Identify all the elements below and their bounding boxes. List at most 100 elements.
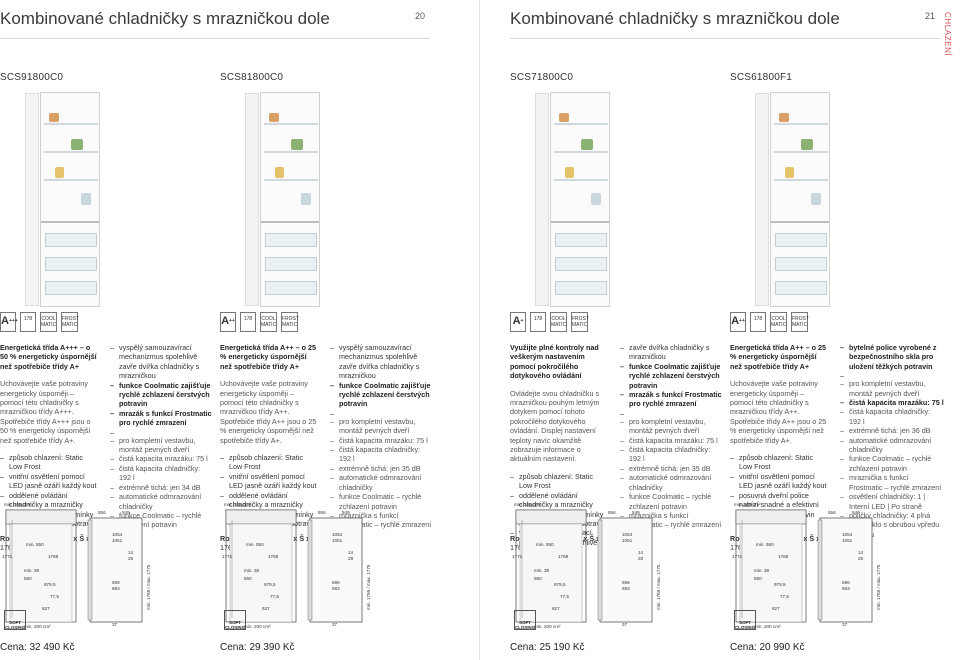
vent-top-label: min. 200 cm²: [224, 502, 251, 507]
dim-627: 627: [42, 606, 50, 611]
appliance-side-view: [309, 517, 363, 623]
dim-37: 37: [332, 622, 338, 627]
product-price: Cena: 20 990 Kč: [730, 642, 805, 653]
dim-693: 693: [112, 586, 120, 591]
dim-696: 696: [622, 580, 630, 585]
description-paragraph: Energetická třída A++ – o 25 % energetic…: [220, 343, 317, 371]
vent-top-label: min. 200 cm²: [4, 502, 31, 507]
description-paragraph: Uchovávejte vaše potraviny energeticky ú…: [0, 379, 91, 445]
dim-693: 693: [842, 586, 850, 591]
food-item: [811, 193, 821, 205]
appliance-door: [307, 519, 313, 621]
freezer-drawer: [265, 233, 317, 247]
feature-item: pro kompletní vestavbu, montáž pevných d…: [620, 417, 724, 436]
dim-9795: 979,5: [554, 582, 566, 587]
dim-556: 556: [608, 510, 616, 515]
fridge-shelf: [44, 151, 98, 153]
feature-item: mraznička s funkcí Frostmatic – rychlé z…: [840, 473, 944, 492]
description-paragraph: Energetická třída A++ – o 25 % energetic…: [730, 343, 827, 371]
feature-item: extrémně tichá: jen 36 dB: [840, 426, 944, 436]
dim-775: 77,5: [780, 594, 789, 599]
feature-item: čistá kapacita mrazáku: 75 l: [110, 454, 214, 464]
feature-item: funkce Coolmatic – rychlé zchlazení potr…: [620, 492, 724, 511]
feature-item: osvětlení chladničky: 1 | Interní LED | …: [840, 492, 944, 511]
vent-bottom-label: min. 200 cm²: [244, 624, 271, 629]
dim-37: 37: [622, 622, 628, 627]
fridge-door: [25, 93, 39, 306]
dim-627: 627: [772, 606, 780, 611]
feature-item: funkce Coolmatic – rychlé zchlazení potr…: [330, 492, 434, 511]
food-item: [275, 167, 284, 178]
dim-14: 14: [128, 550, 134, 555]
dim-1054: 1054: [112, 532, 123, 537]
feature-item: způsob chlazení: Static Low Frost: [0, 453, 98, 472]
fridge-shelf: [264, 123, 318, 125]
fridge-freezer-divider: [41, 221, 99, 223]
height-badge: 178: [240, 312, 256, 332]
dim-1054: 1054: [622, 532, 633, 537]
food-item: [81, 193, 91, 205]
description-paragraph: Využijte plné kontroly nad veškerým nast…: [510, 343, 599, 381]
description-paragraph: Ovládejte svou chladničku s mrazničkou p…: [510, 388, 600, 464]
dim-min38: min. 38: [244, 568, 260, 573]
fridge-door: [535, 93, 549, 306]
fridge-shelf: [774, 123, 828, 125]
soft-closing-badge: SOFT CLOSING: [734, 610, 756, 630]
feature-item: zavře dvířka chladničky s mrazničkou: [620, 343, 724, 362]
dim-min38: min. 38: [754, 568, 770, 573]
feature-list: vyspělý samouzavírací mechanizmus spoleh…: [330, 343, 434, 530]
vent-bottom-label: min. 200 cm²: [754, 624, 781, 629]
model-number: SCS71800C0: [510, 72, 574, 83]
fridge-image: [25, 92, 100, 307]
appliance-door: [87, 519, 93, 621]
dim-1771: 1771: [512, 554, 523, 559]
dim-549: 549: [342, 510, 350, 515]
cabinet-fill: [519, 523, 583, 623]
food-item: [55, 167, 64, 178]
feature-item: způsob chlazení: Static Low Frost: [220, 453, 318, 472]
dim-560: 560: [24, 576, 32, 581]
feature-item: funkce Coolmatic zajišťuje rychlé zchlaz…: [330, 381, 434, 409]
food-item: [291, 139, 303, 150]
feature-item: čistá kapacita chladničky: 192 l: [840, 407, 944, 426]
product-price: Cena: 29 390 Kč: [220, 642, 295, 653]
dim-min550: min. 550: [756, 542, 774, 547]
description-paragraph: Energetická třída A+++ – o 50 % energeti…: [0, 343, 97, 371]
model-number: SCS61800F1: [730, 72, 793, 83]
soft-closing-badge: SOFT CLOSING: [224, 610, 246, 630]
food-item: [269, 113, 279, 122]
dim-14: 14: [638, 550, 644, 555]
feature-item: extrémně tichá: jen 34 dB: [110, 483, 214, 493]
section-side-tab[interactable]: CHLAZENÍ: [943, 12, 952, 57]
page-number: 21: [925, 11, 936, 21]
feature-item: automatické odmrazování chladničky: [620, 473, 724, 492]
cabinet-top: [735, 509, 807, 525]
vent-top-label: min. 200 cm²: [514, 502, 541, 507]
dim-775: 77,5: [270, 594, 279, 599]
fridge-shelf: [554, 123, 608, 125]
feature-item: vnitřní osvětlení pomocí LED jasně ozáří…: [730, 472, 828, 491]
feature-item: mrazák s funkcí Frostmatic pro rychlé zm…: [110, 409, 214, 428]
feature-item: extrémně tichá: jen 35 dB: [330, 464, 434, 474]
dim-28: 28: [348, 556, 354, 561]
feature-item: funkce Coolmatic zajišťuje rychlé zchlaz…: [620, 362, 724, 390]
appliance-side-view: [599, 517, 653, 623]
energy-class-badge: A++: [730, 312, 746, 332]
list-spacer: [330, 409, 434, 418]
dim-28: 28: [638, 556, 644, 561]
fridge-door: [245, 93, 259, 306]
description-column-2: vyspělý samouzavírací mechanizmus spoleh…: [110, 343, 214, 530]
dim-minmax: min. 1769 / max. 1775: [146, 564, 151, 610]
dim-1051: 1051: [622, 538, 633, 543]
cabinet-fill: [9, 523, 73, 623]
page-gutter: [479, 0, 480, 660]
feature-list: vyspělý samouzavírací mechanizmus spoleh…: [110, 343, 214, 530]
cool-matic-badge: COOL MATIC: [40, 312, 57, 332]
height-badge: 178: [750, 312, 766, 332]
description-column-2: zavře dvířka chladničky s mrazničkoufunk…: [620, 343, 724, 530]
fridge-shelf: [774, 179, 828, 181]
